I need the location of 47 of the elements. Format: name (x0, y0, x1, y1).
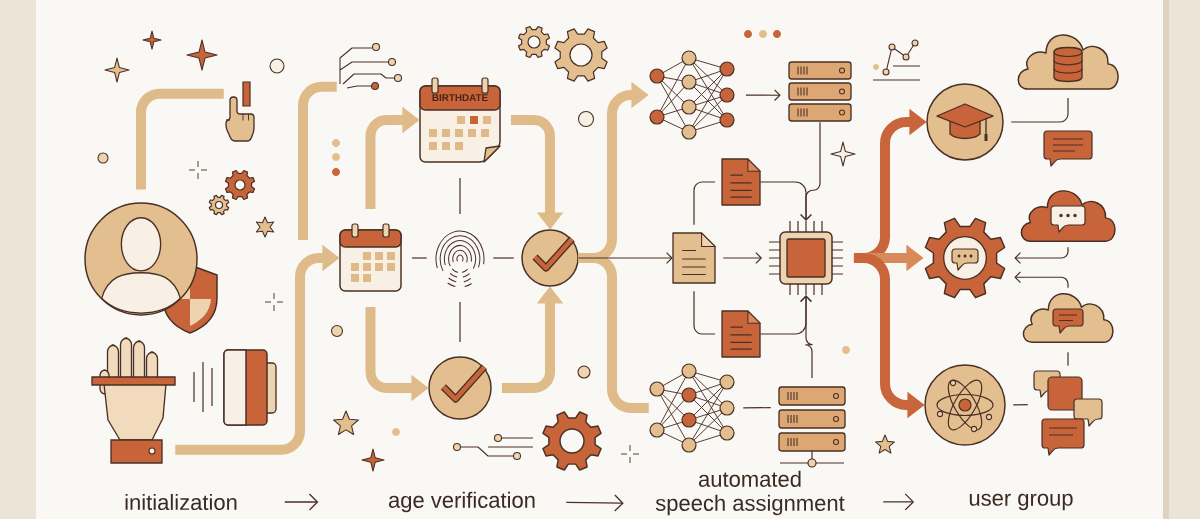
pointing-hand-icon (225, 81, 255, 142)
flow-band (136, 88, 224, 190)
connector-line (492, 257, 515, 259)
arrow (745, 89, 781, 102)
stage-label: user group (969, 493, 1073, 511)
server-icon (778, 386, 846, 468)
connector-line (742, 407, 772, 409)
connector-line (693, 290, 716, 335)
stage-label: age verification (388, 491, 535, 513)
arrow (284, 493, 319, 511)
hand-icon (91, 337, 176, 464)
connector-line (1010, 97, 1069, 123)
server-icon (788, 61, 852, 122)
connector-line (1012, 404, 1029, 406)
connector-line (693, 181, 716, 226)
document-icon (672, 232, 716, 284)
chip-icon (768, 220, 844, 296)
neural-network-icon (649, 50, 735, 140)
document-icon (721, 310, 761, 358)
connector-line (411, 257, 428, 259)
chat-bubbles-icon (1033, 370, 1103, 456)
connector-line (459, 177, 461, 215)
atom-circle (924, 364, 1006, 446)
arrow (800, 295, 814, 379)
fingerprint-icon (435, 230, 485, 287)
stage-label: automated speech assignment (655, 470, 845, 516)
document-icon (721, 158, 761, 206)
connector-line (459, 301, 461, 343)
check-circle (521, 229, 579, 287)
arrow (577, 252, 673, 264)
chat-cloud-icon (1020, 190, 1116, 242)
circuit-icon (339, 42, 403, 91)
person-icon (84, 202, 198, 316)
arrow (565, 494, 624, 512)
arrow (882, 493, 915, 511)
calendar-card: BIRTHDATE (419, 77, 501, 163)
stage-label: initialization (125, 493, 237, 511)
check-circle (428, 356, 492, 420)
gear-chat-icon (924, 217, 1006, 299)
arrow (722, 252, 763, 264)
neural-network-icon (649, 363, 735, 453)
database-cloud-icon (1017, 34, 1119, 90)
chat-cloud-icon (1022, 293, 1114, 343)
calendar-icon (339, 223, 402, 292)
graduation-cap-circle (926, 83, 1004, 161)
connector-line (1067, 351, 1069, 367)
arrow (759, 181, 812, 221)
